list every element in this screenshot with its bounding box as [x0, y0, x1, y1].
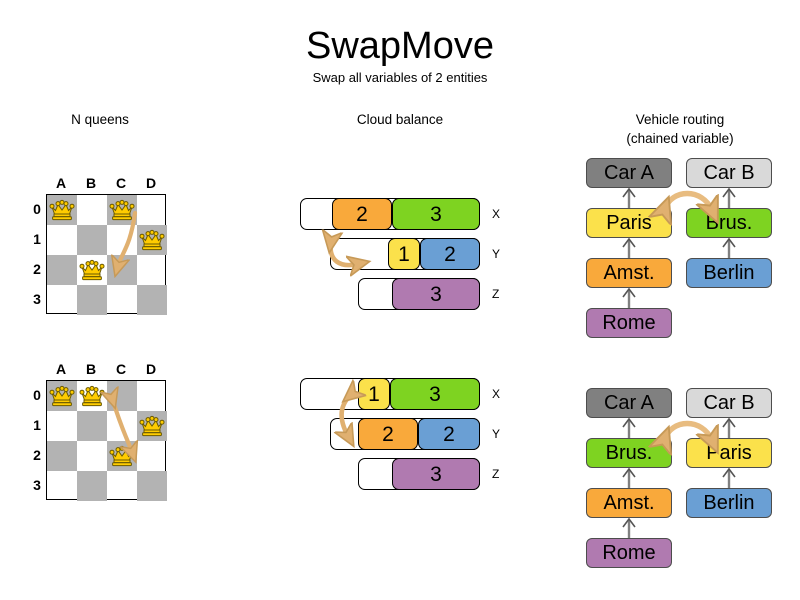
board-file-label: A [55, 175, 67, 191]
cloudbalance-row-z[interactable]: 3 [358, 458, 480, 490]
cloudbalance-computer-label-x: X [492, 207, 501, 221]
customer-node-brus[interactable]: Brus. [586, 438, 672, 468]
board-cell-D0[interactable] [137, 381, 167, 411]
board-rank-label: 1 [33, 231, 41, 247]
board-cell-A3[interactable] [47, 471, 77, 501]
board-cell-C0[interactable] [107, 381, 137, 411]
queen-piece-D1[interactable] [137, 411, 167, 441]
queen-piece-D1[interactable] [137, 225, 167, 255]
queen-piece-B0[interactable] [77, 381, 107, 411]
cloudbalance-computer-label-z: Z [492, 467, 500, 481]
board-cell-C1[interactable] [107, 411, 137, 441]
queen-piece-A0[interactable] [47, 381, 77, 411]
board-file-label: C [115, 361, 127, 377]
customer-node-brus[interactable]: Brus. [686, 208, 772, 238]
page-subtitle: Swap all variables of 2 entities [312, 70, 488, 85]
cloudbalance-process-3[interactable]: 3 [392, 278, 480, 310]
board-cell-C1[interactable] [107, 225, 137, 255]
board-cell-B3[interactable] [77, 285, 107, 315]
board-cell-C3[interactable] [107, 285, 137, 315]
vehicle-node-car-a[interactable]: Car A [586, 158, 672, 188]
chessboard-grid [46, 194, 167, 315]
board-cell-C3[interactable] [107, 471, 137, 501]
board-cell-B3[interactable] [77, 471, 107, 501]
board-cell-B1[interactable] [77, 225, 107, 255]
cloudbalance-process-3[interactable]: 3 [392, 458, 480, 490]
board-cell-A3[interactable] [47, 285, 77, 315]
board-rank-label: 0 [33, 201, 41, 217]
customer-node-amst[interactable]: Amst. [586, 258, 672, 288]
cloudbalance-computer-label-z: Z [492, 287, 500, 301]
board-rank-label: 2 [33, 447, 41, 463]
customer-node-berlin[interactable]: Berlin [686, 258, 772, 288]
customer-node-paris[interactable]: Paris [586, 208, 672, 238]
vehicle-node-car-a[interactable]: Car A [586, 388, 672, 418]
board-file-label: C [115, 175, 127, 191]
customer-node-amst[interactable]: Amst. [586, 488, 672, 518]
vehiclerouting-links [622, 417, 736, 538]
section-heading-cloudbalance: Cloud balance [356, 112, 444, 127]
cloudbalance-process-2[interactable]: 2 [358, 418, 418, 450]
board-file-label: D [145, 175, 157, 191]
customer-node-paris[interactable]: Paris [686, 438, 772, 468]
chessboard-grid [46, 380, 167, 501]
board-cell-B2[interactable] [77, 441, 107, 471]
queen-piece-C0[interactable] [107, 195, 137, 225]
board-cell-D2[interactable] [137, 255, 167, 285]
customer-node-berlin[interactable]: Berlin [686, 488, 772, 518]
cloudbalance-computer-label-y: Y [492, 427, 501, 441]
board-cell-B0[interactable] [77, 195, 107, 225]
board-rank-label: 1 [33, 417, 41, 433]
vehicle-node-car-b[interactable]: Car B [686, 158, 772, 188]
board-rank-label: 0 [33, 387, 41, 403]
queen-piece-C2[interactable] [107, 441, 137, 471]
board-file-label: B [85, 361, 97, 377]
cloudbalance-process-2[interactable]: 2 [420, 238, 480, 270]
cloudbalance-row-z[interactable]: 3 [358, 278, 480, 310]
board-file-label: B [85, 175, 97, 191]
cloudbalance-process-1[interactable]: 1 [388, 238, 420, 270]
cloudbalance-computer-label-x: X [492, 387, 501, 401]
vehicle-node-car-b[interactable]: Car B [686, 388, 772, 418]
cloudbalance-process-2[interactable]: 2 [418, 418, 480, 450]
queen-piece-B2[interactable] [77, 255, 107, 285]
board-file-label: D [145, 361, 157, 377]
section-heading-nqueens: N queens [71, 112, 129, 127]
board-cell-A2[interactable] [47, 441, 77, 471]
board-rank-label: 2 [33, 261, 41, 277]
board-cell-A1[interactable] [47, 411, 77, 441]
board-cell-B1[interactable] [77, 411, 107, 441]
board-cell-D3[interactable] [137, 285, 167, 315]
vehiclerouting-links [622, 187, 736, 308]
customer-node-rome[interactable]: Rome [586, 538, 672, 568]
board-cell-A1[interactable] [47, 225, 77, 255]
board-cell-D3[interactable] [137, 471, 167, 501]
board-rank-label: 3 [33, 477, 41, 493]
board-cell-A2[interactable] [47, 255, 77, 285]
board-cell-C2[interactable] [107, 255, 137, 285]
board-cell-D2[interactable] [137, 441, 167, 471]
board-file-label: A [55, 361, 67, 377]
cloudbalance-process-2[interactable]: 2 [332, 198, 392, 230]
queen-piece-A0[interactable] [47, 195, 77, 225]
page-title: SwapMove [306, 25, 494, 67]
board-cell-D0[interactable] [137, 195, 167, 225]
customer-node-rome[interactable]: Rome [586, 308, 672, 338]
section-heading-vehiclerouting-line1: Vehicle routing [635, 112, 725, 127]
cloudbalance-process-3[interactable]: 3 [392, 198, 480, 230]
section-heading-vehiclerouting-line2: (chained variable) [626, 131, 734, 146]
cloudbalance-process-3[interactable]: 3 [390, 378, 480, 410]
cloudbalance-process-1[interactable]: 1 [358, 378, 390, 410]
board-rank-label: 3 [33, 291, 41, 307]
cloudbalance-computer-label-y: Y [492, 247, 501, 261]
